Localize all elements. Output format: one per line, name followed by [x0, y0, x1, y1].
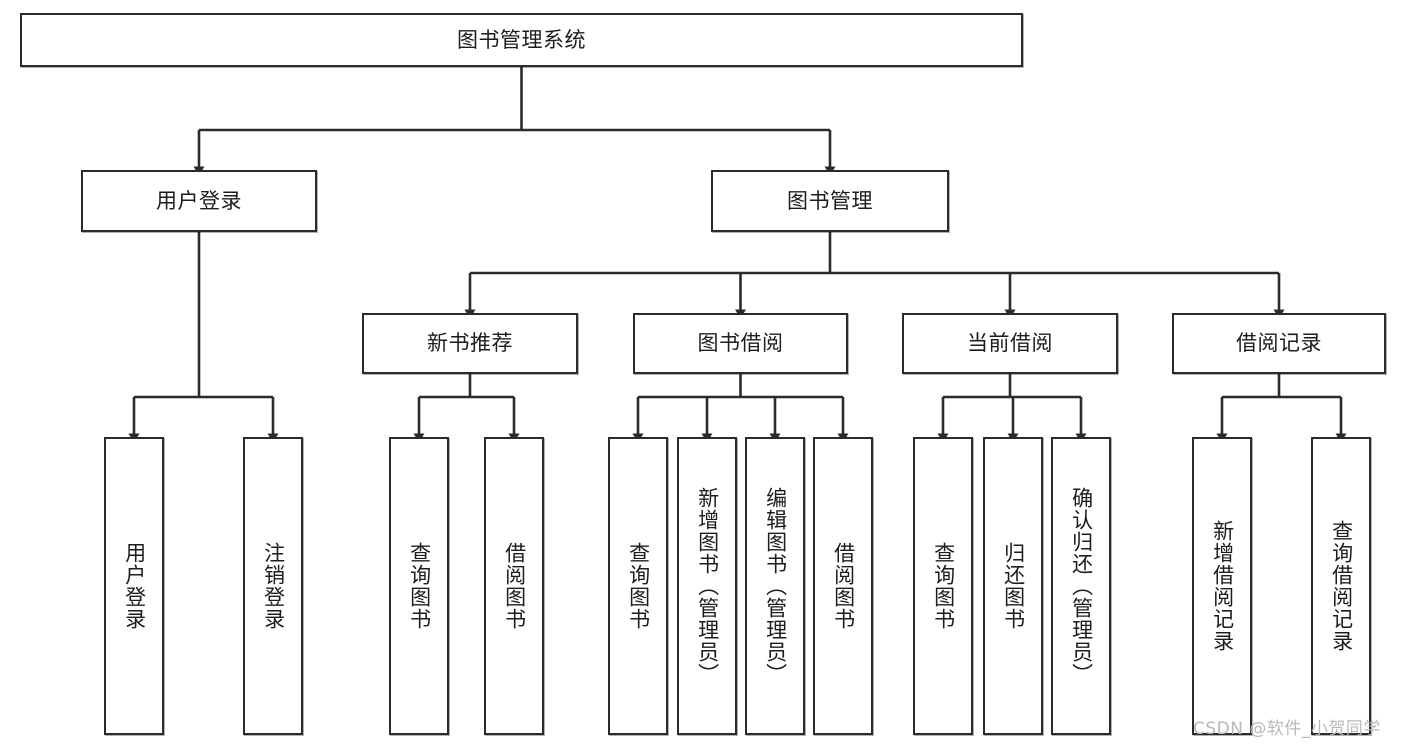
- node-label: 编辑图书（管理员）: [763, 487, 788, 685]
- node-leaf-leaf-query-record[interactable]: 查询借阅记录: [1311, 437, 1371, 735]
- node-label: 查询借阅记录: [1329, 520, 1354, 652]
- node-label: 用户登录: [156, 188, 242, 213]
- node-label: 借阅图书: [831, 542, 856, 630]
- node-root[interactable]: 图书管理系统: [20, 13, 1023, 67]
- node-label: 查询图书: [407, 542, 432, 630]
- node-label: 图书管理: [787, 188, 873, 213]
- node-label: 图书借阅: [697, 331, 784, 356]
- node-label: 归还图书: [1001, 542, 1026, 630]
- node-leaf-leaf-add-book[interactable]: 新增图书（管理员）: [677, 437, 737, 735]
- node-label: 当前借阅: [967, 331, 1053, 356]
- node-label: 新书推荐: [427, 331, 513, 356]
- node-leaf-leaf-edit-book[interactable]: 编辑图书（管理员）: [745, 437, 805, 735]
- csdn-watermark: CSDN @软件_小贺同学: [1193, 719, 1381, 739]
- node-level3-current-borrow[interactable]: 当前借阅: [902, 313, 1118, 374]
- node-level3-borrow-record[interactable]: 借阅记录: [1172, 313, 1386, 374]
- node-label: 用户登录: [122, 542, 147, 630]
- node-leaf-leaf-query-book-2[interactable]: 查询图书: [608, 437, 668, 735]
- node-label: 注销登录: [261, 542, 286, 630]
- node-level3-new-book-rec[interactable]: 新书推荐: [362, 313, 578, 374]
- node-leaf-leaf-confirm-return[interactable]: 确认归还（管理员）: [1051, 437, 1111, 735]
- node-leaf-leaf-user-login[interactable]: 用户登录: [104, 437, 164, 735]
- node-leaf-leaf-query-book-1[interactable]: 查询图书: [389, 437, 449, 735]
- node-label: 新增图书（管理员）: [695, 487, 720, 685]
- node-label: 借阅记录: [1236, 331, 1322, 356]
- node-label: 查询图书: [626, 542, 651, 630]
- node-leaf-leaf-return-book[interactable]: 归还图书: [983, 437, 1043, 735]
- node-leaf-leaf-query-book-3[interactable]: 查询图书: [913, 437, 973, 735]
- node-leaf-leaf-borrow-book-2[interactable]: 借阅图书: [813, 437, 873, 735]
- node-level3-book-borrow[interactable]: 图书借阅: [633, 313, 848, 374]
- node-label: 确认归还（管理员）: [1069, 487, 1094, 685]
- node-leaf-leaf-borrow-book-1[interactable]: 借阅图书: [484, 437, 544, 735]
- node-leaf-leaf-user-logout[interactable]: 注销登录: [243, 437, 303, 735]
- node-label: 图书管理系统: [457, 27, 586, 52]
- node-label: 借阅图书: [502, 542, 527, 630]
- node-leaf-leaf-add-record[interactable]: 新增借阅记录: [1192, 437, 1252, 735]
- node-level2-user-login[interactable]: 用户登录: [81, 170, 317, 232]
- node-level2-book-manage[interactable]: 图书管理: [711, 170, 949, 232]
- node-label: 新增借阅记录: [1210, 520, 1235, 652]
- node-label: 查询图书: [931, 542, 956, 630]
